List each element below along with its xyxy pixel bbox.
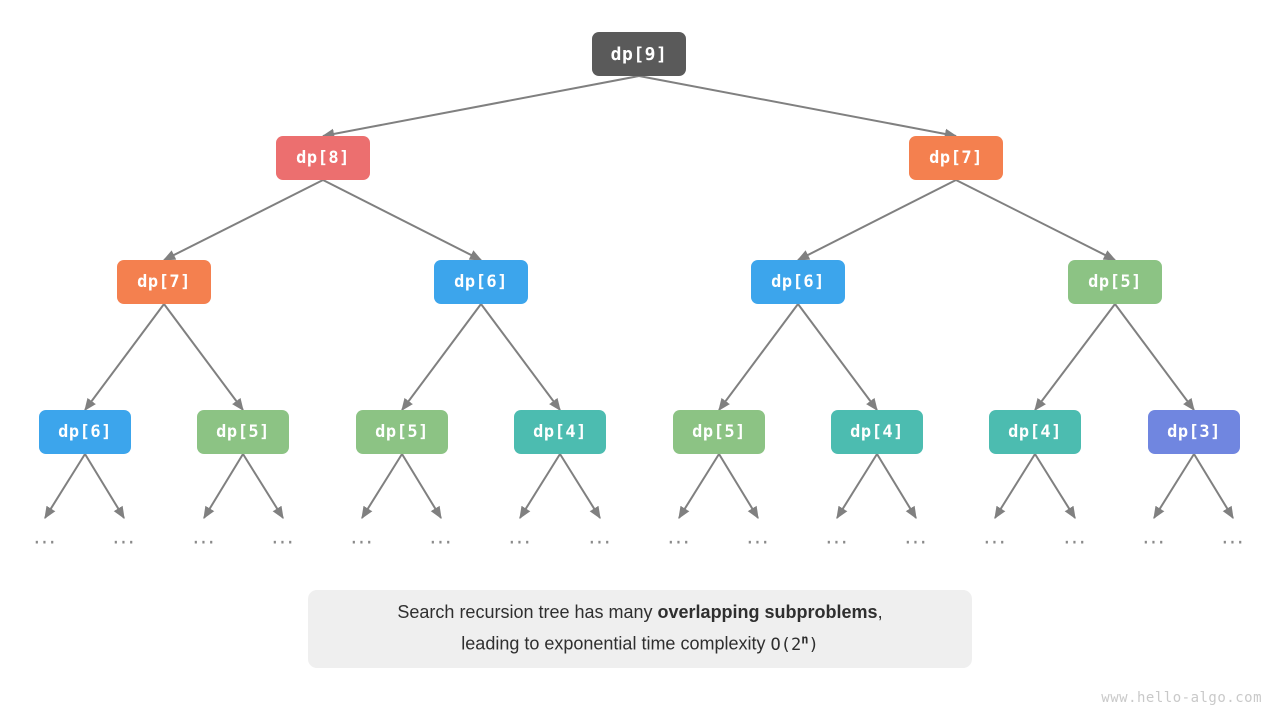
tree-edge (163, 303, 244, 411)
leaf-ellipsis: ... (983, 524, 1007, 549)
tree-edge (401, 303, 482, 411)
tree-node-dp6-l2-1[interactable]: dp[6] (434, 260, 528, 304)
tree-node-dp3-l3-7[interactable]: dp[3] (1148, 410, 1240, 454)
watermark: www.hello-algo.com (1101, 690, 1262, 706)
tree-edge (84, 453, 125, 520)
tree-edge (44, 453, 86, 520)
tree-edge (796, 179, 957, 261)
tree-edge (836, 453, 878, 520)
leaf-ellipsis: ... (429, 524, 453, 549)
caption-line-1: Search recursion tree has many overlappi… (397, 599, 882, 626)
tree-edge (322, 179, 483, 261)
tree-edge (162, 179, 324, 261)
leaf-ellipsis: ... (904, 524, 928, 549)
tree-edge (480, 303, 561, 411)
tree-node-dp8-l1-0[interactable]: dp[8] (276, 136, 370, 180)
tree-edge (1193, 453, 1234, 520)
leaf-ellipsis: ... (271, 524, 295, 549)
leaf-ellipsis: ... (1142, 524, 1166, 549)
leaf-ellipsis: ... (508, 524, 532, 549)
tree-edge (84, 303, 165, 411)
tree-edge (1034, 453, 1076, 520)
tree-node-dp4-l3-6[interactable]: dp[4] (989, 410, 1081, 454)
complexity-exponent: n (801, 632, 809, 647)
leaf-ellipsis: ... (1063, 524, 1087, 549)
caption-line-2: leading to exponential time complexity O… (461, 626, 818, 659)
caption-line-1-emphasis: overlapping subproblems (657, 602, 878, 623)
caption-box: Search recursion tree has many overlappi… (308, 590, 972, 668)
leaf-ellipsis: ... (350, 524, 374, 549)
tree-node-dp7-l1-1[interactable]: dp[7] (909, 136, 1003, 180)
tree-edge (876, 453, 917, 520)
tree-edge (718, 303, 799, 411)
tree-edge (797, 303, 878, 411)
tree-edge (321, 75, 640, 140)
caption-line-1-suffix: , (877, 602, 883, 623)
leaf-ellipsis: ... (112, 524, 136, 549)
tree-node-dp5-l2-3[interactable]: dp[5] (1068, 260, 1162, 304)
leaf-ellipsis: ... (667, 524, 691, 549)
tree-edge (718, 453, 759, 520)
leaf-ellipsis: ... (1221, 524, 1245, 549)
tree-edge (638, 75, 958, 140)
leaf-ellipsis: ... (33, 524, 57, 549)
tree-edge (203, 453, 244, 520)
tree-edge (519, 453, 561, 520)
tree-node-dp5-l3-4[interactable]: dp[5] (673, 410, 765, 454)
complexity-base: O(2 (770, 634, 802, 655)
leaf-ellipsis: ... (825, 524, 849, 549)
complexity-close-paren: ) (808, 634, 819, 655)
complexity-expression: O(2n) (770, 632, 819, 655)
tree-edge (361, 453, 403, 520)
leaf-ellipsis: ... (192, 524, 216, 549)
tree-node-dp6-l3-0[interactable]: dp[6] (39, 410, 131, 454)
tree-edge (559, 453, 601, 520)
tree-edge (1153, 453, 1195, 520)
leaf-ellipsis: ... (588, 524, 612, 549)
tree-node-dp7-l2-0[interactable]: dp[7] (117, 260, 211, 304)
tree-edge (955, 179, 1117, 261)
tree-node-dp5-l3-1[interactable]: dp[5] (197, 410, 289, 454)
caption-line-2-prefix: leading to exponential time complexity (461, 633, 771, 654)
leaf-ellipsis: ... (746, 524, 770, 549)
tree-node-dp9-l0-0[interactable]: dp[9] (592, 32, 686, 76)
tree-edge (678, 453, 720, 520)
tree-edge (994, 453, 1036, 520)
tree-edge (242, 453, 284, 520)
tree-edge (401, 453, 442, 520)
tree-node-dp6-l2-2[interactable]: dp[6] (751, 260, 845, 304)
tree-edge (1034, 303, 1116, 411)
tree-node-dp5-l3-2[interactable]: dp[5] (356, 410, 448, 454)
caption-line-1-prefix: Search recursion tree has many (397, 602, 658, 623)
tree-node-dp4-l3-3[interactable]: dp[4] (514, 410, 606, 454)
tree-node-dp4-l3-5[interactable]: dp[4] (831, 410, 923, 454)
tree-edge (1114, 303, 1195, 411)
